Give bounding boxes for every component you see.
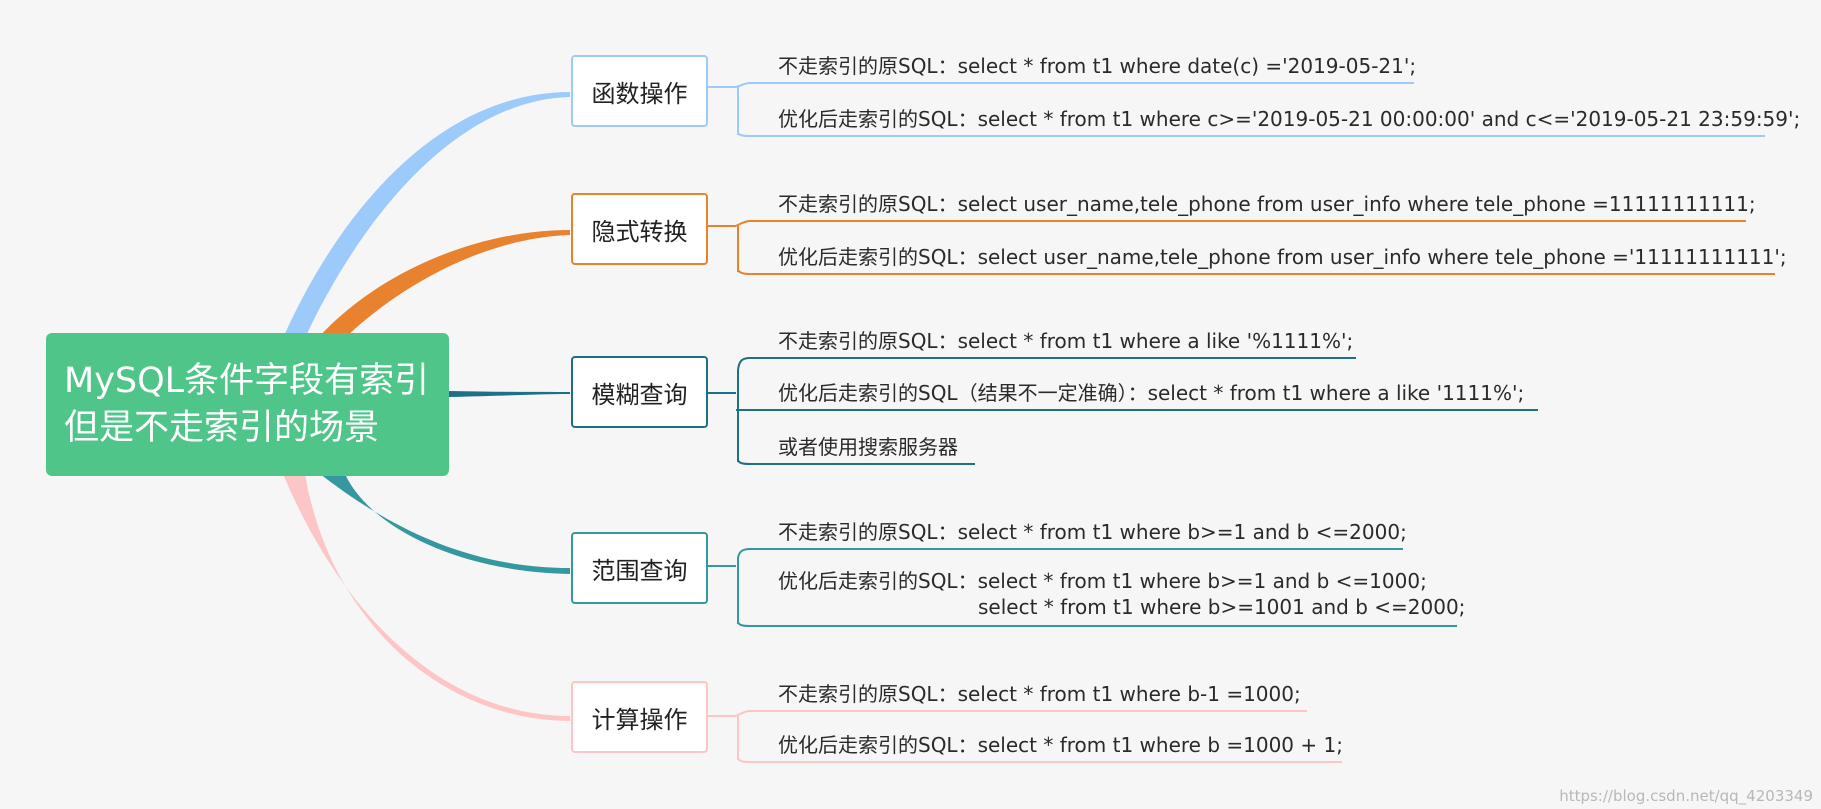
leaf-text: 优化后走索引的SQL：select * from t1 where b>=1 a… [778, 569, 1427, 593]
leaf-text: 不走索引的原SQL：select user_name,tele_phone fr… [778, 192, 1756, 216]
leaf-calculation-ops-optimized: 优化后走索引的SQL：select * from t1 where b =100… [778, 732, 1343, 758]
bracket-branch-3 [708, 357, 1538, 465]
branch-node-function-ops: 函数操作 [571, 55, 708, 127]
leaf-range-query-original: 不走索引的原SQL：select * from t1 where b>=1 an… [778, 519, 1407, 545]
leaf-implicit-conversion-optimized: 优化后走索引的SQL：select user_name,tele_phone f… [778, 244, 1787, 270]
leaf-range-query-optimized: 优化后走索引的SQL：select * from t1 where b>=1 a… [778, 568, 1465, 620]
leaf-text-continued: select * from t1 where b>=1001 and b <=2… [978, 595, 1466, 619]
leaf-text: 不走索引的原SQL：select * from t1 where b>=1 an… [778, 520, 1407, 544]
bracket-branch-2 [708, 220, 1775, 275]
connector-root-branch-1 [283, 92, 570, 338]
leaf-function-ops-optimized: 优化后走索引的SQL：select * from t1 where c>='20… [778, 106, 1800, 132]
leaf-text: 优化后走索引的SQL：select user_name,tele_phone f… [778, 245, 1787, 269]
root-node: MySQL条件字段有索引 但是不走索引的场景 [46, 333, 449, 476]
leaf-fuzzy-query-optimized: 优化后走索引的SQL（结果不一定准确）：select * from t1 whe… [778, 380, 1524, 406]
branch-node-fuzzy-query: 模糊查询 [571, 356, 708, 428]
branch-label: 函数操作 [591, 79, 688, 108]
leaf-function-ops-original: 不走索引的原SQL：select * from t1 where date(c)… [778, 53, 1416, 79]
leaf-text: 优化后走索引的SQL（结果不一定准确）：select * from t1 whe… [778, 381, 1525, 405]
branch-node-range-query: 范围查询 [571, 532, 708, 604]
branch-node-implicit-conversion: 隐式转换 [571, 193, 708, 265]
leaf-implicit-conversion-original: 不走索引的原SQL：select user_name,tele_phone fr… [778, 191, 1756, 217]
bracket-branch-1 [708, 82, 1765, 137]
root-title-line-2: 但是不走索引的场景 [64, 407, 380, 448]
connector-root-branch-5 [283, 474, 570, 721]
branch-label: 范围查询 [591, 556, 688, 585]
watermark: https://blog.csdn.net/qq_4203349 [1559, 787, 1813, 805]
leaf-calculation-ops-original: 不走索引的原SQL：select * from t1 where b-1 =10… [778, 681, 1301, 707]
branch-node-calculation-ops: 计算操作 [571, 681, 708, 753]
connector-root-branch-4 [320, 474, 570, 574]
leaf-text: 不走索引的原SQL：select * from t1 where b-1 =10… [778, 682, 1301, 706]
bracket-branch-5 [708, 710, 1342, 763]
leaf-fuzzy-query-original: 不走索引的原SQL：select * from t1 where a like … [778, 328, 1353, 354]
root-title-line-1: MySQL条件字段有索引 [64, 361, 430, 402]
leaf-fuzzy-query-search-server: 或者使用搜索服务器 [778, 434, 958, 460]
branch-label: 模糊查询 [591, 380, 688, 409]
connector-root-branch-3 [448, 391, 570, 397]
branch-label: 隐式转换 [591, 217, 688, 246]
leaf-text: 或者使用搜索服务器 [778, 435, 958, 459]
bracket-branch-4 [708, 548, 1457, 627]
leaf-text: 优化后走索引的SQL：select * from t1 where b =100… [778, 733, 1343, 757]
leaf-text: 不走索引的原SQL：select * from t1 where a like … [778, 329, 1354, 353]
leaf-text: 不走索引的原SQL：select * from t1 where date(c)… [778, 54, 1417, 78]
branch-label: 计算操作 [591, 705, 688, 734]
leaf-text: 优化后走索引的SQL：select * from t1 where c>='20… [778, 107, 1801, 131]
connector-root-branch-2 [318, 230, 570, 338]
